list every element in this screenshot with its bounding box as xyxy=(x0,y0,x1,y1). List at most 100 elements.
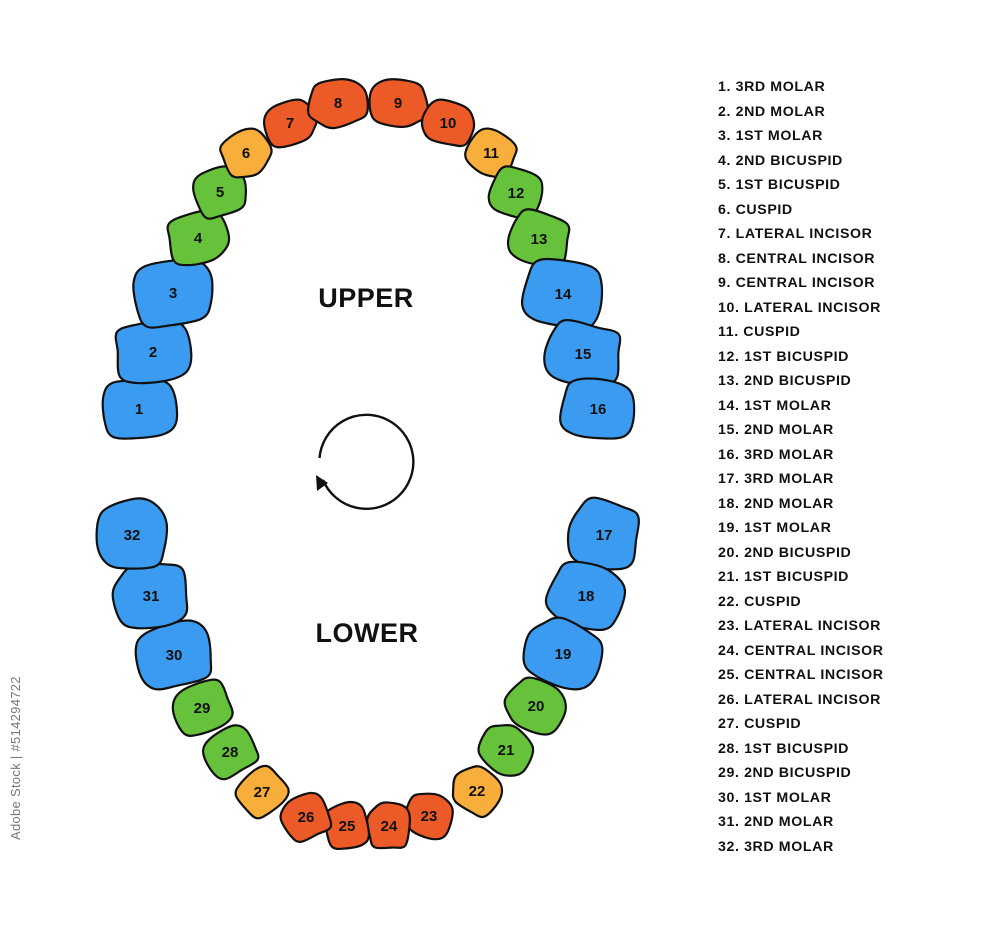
tooth-26: 26 xyxy=(279,791,333,843)
tooth-29-number: 29 xyxy=(194,700,211,717)
tooth-4: 4 xyxy=(166,209,231,267)
tooth-21-number: 21 xyxy=(498,742,515,759)
tooth-8-number: 8 xyxy=(334,95,342,112)
legend-item: 20. 2ND BICUSPID xyxy=(718,544,852,561)
tooth-3-shape xyxy=(132,258,214,329)
tooth-27-number: 27 xyxy=(254,784,271,801)
stock-id-watermark: Adobe Stock | #514294722 xyxy=(8,676,23,840)
tooth-27-shape xyxy=(234,764,290,820)
tooth-24-number: 24 xyxy=(381,818,398,835)
tooth-19-shape xyxy=(522,616,604,691)
legend-item: 5. 1ST BICUSPID xyxy=(718,177,841,193)
circular-arrow-icon xyxy=(316,413,415,510)
tooth-3: 3 xyxy=(132,258,214,329)
tooth-12-shape xyxy=(487,165,544,221)
tooth-28: 28 xyxy=(201,724,260,781)
tooth-13-number: 13 xyxy=(531,231,548,248)
tooth-11-shape xyxy=(464,127,518,179)
legend-item: 7. LATERAL INCISOR xyxy=(718,226,873,242)
tooth-21-shape xyxy=(477,724,535,777)
legend-item: 10. LATERAL INCISOR xyxy=(718,299,882,316)
legend-item: 14. 1ST MOLAR xyxy=(718,397,832,414)
legend-item: 4. 2ND BICUSPID xyxy=(718,152,843,169)
tooth-22-number: 22 xyxy=(469,783,486,800)
tooth-5: 5 xyxy=(192,165,247,220)
tooth-19-number: 19 xyxy=(555,646,572,663)
tooth-6: 6 xyxy=(219,127,273,179)
tooth-11: 11 xyxy=(464,127,518,179)
legend-item: 11. CUSPID xyxy=(718,324,801,340)
tooth-26-shape xyxy=(279,791,333,843)
legend-item: 8. CENTRAL INCISOR xyxy=(718,250,876,267)
tooth-24: 24 xyxy=(366,801,411,850)
legend-item: 23. LATERAL INCISOR xyxy=(718,618,882,634)
tooth-15-number: 15 xyxy=(575,346,592,363)
tooth-1: 1 xyxy=(101,379,179,440)
legend-item: 29. 2ND BICUSPID xyxy=(718,765,852,781)
tooth-31-number: 31 xyxy=(143,588,160,605)
tooth-19: 19 xyxy=(522,616,604,691)
tooth-10: 10 xyxy=(420,98,476,148)
tooth-26-number: 26 xyxy=(298,809,315,826)
tooth-2-shape xyxy=(114,319,193,385)
tooth-3-number: 3 xyxy=(169,285,177,302)
tooth-9-number: 9 xyxy=(394,95,402,112)
legend-item: 30. 1ST MOLAR xyxy=(718,789,832,806)
tooth-21: 21 xyxy=(477,724,535,777)
legend-item: 25. CENTRAL INCISOR xyxy=(718,667,884,683)
legend-item: 28. 1ST BICUSPID xyxy=(718,740,850,757)
tooth-27: 27 xyxy=(234,764,290,820)
legend-item: 15. 2ND MOLAR xyxy=(718,422,834,438)
tooth-17: 17 xyxy=(566,496,640,571)
upper-jaw-label: UPPER xyxy=(318,283,414,313)
tooth-7: 7 xyxy=(262,98,319,149)
legend-item: 17. 3RD MOLAR xyxy=(718,471,834,487)
tooth-17-shape xyxy=(566,496,640,571)
tooth-14-number: 14 xyxy=(555,286,572,303)
tooth-31: 31 xyxy=(111,562,189,630)
tooth-30-number: 30 xyxy=(166,647,183,664)
tooth-14: 14 xyxy=(520,257,604,330)
tooth-17-number: 17 xyxy=(596,527,613,544)
tooth-15: 15 xyxy=(543,319,622,386)
legend-item: 19. 1ST MOLAR xyxy=(718,520,832,536)
tooth-7-number: 7 xyxy=(286,115,294,132)
tooth-31-shape xyxy=(111,562,189,630)
tooth-22-shape xyxy=(451,765,504,819)
tooth-8-shape xyxy=(307,78,369,130)
tooth-8: 8 xyxy=(307,78,369,130)
legend-item: 26. LATERAL INCISOR xyxy=(718,691,882,708)
tooth-25: 25 xyxy=(323,800,371,851)
tooth-25-number: 25 xyxy=(339,818,356,835)
tooth-10-number: 10 xyxy=(440,115,457,132)
tooth-18-number: 18 xyxy=(578,588,595,605)
tooth-1-shape xyxy=(101,379,179,440)
legend-item: 6. CUSPID xyxy=(718,201,793,218)
tooth-12-number: 12 xyxy=(508,185,525,202)
tooth-29-shape xyxy=(171,678,234,737)
tooth-32-shape xyxy=(95,497,169,570)
legend-item: 2. 2ND MOLAR xyxy=(718,103,826,120)
legend-item: 24. CENTRAL INCISOR xyxy=(718,642,884,659)
tooth-16: 16 xyxy=(559,377,636,440)
tooth-13-shape xyxy=(506,208,571,267)
legend-item: 13. 2ND BICUSPID xyxy=(718,373,852,389)
tooth-4-shape xyxy=(166,209,231,267)
tooth-32-number: 32 xyxy=(124,527,141,544)
tooth-16-shape xyxy=(559,377,636,440)
legend-item: 21. 1ST BICUSPID xyxy=(718,569,850,585)
tooth-10-shape xyxy=(420,98,476,148)
tooth-22: 22 xyxy=(451,765,504,819)
tooth-6-shape xyxy=(219,127,273,179)
tooth-5-number: 5 xyxy=(216,184,224,201)
tooth-16-number: 16 xyxy=(590,401,607,418)
tooth-23-number: 23 xyxy=(421,808,438,825)
tooth-5-shape xyxy=(192,165,247,220)
legend-item: 9. CENTRAL INCISOR xyxy=(718,275,876,291)
tooth-24-shape xyxy=(366,801,411,850)
legend-item: 32. 3RD MOLAR xyxy=(718,838,834,855)
legend-item: 18. 2ND MOLAR xyxy=(718,495,834,512)
